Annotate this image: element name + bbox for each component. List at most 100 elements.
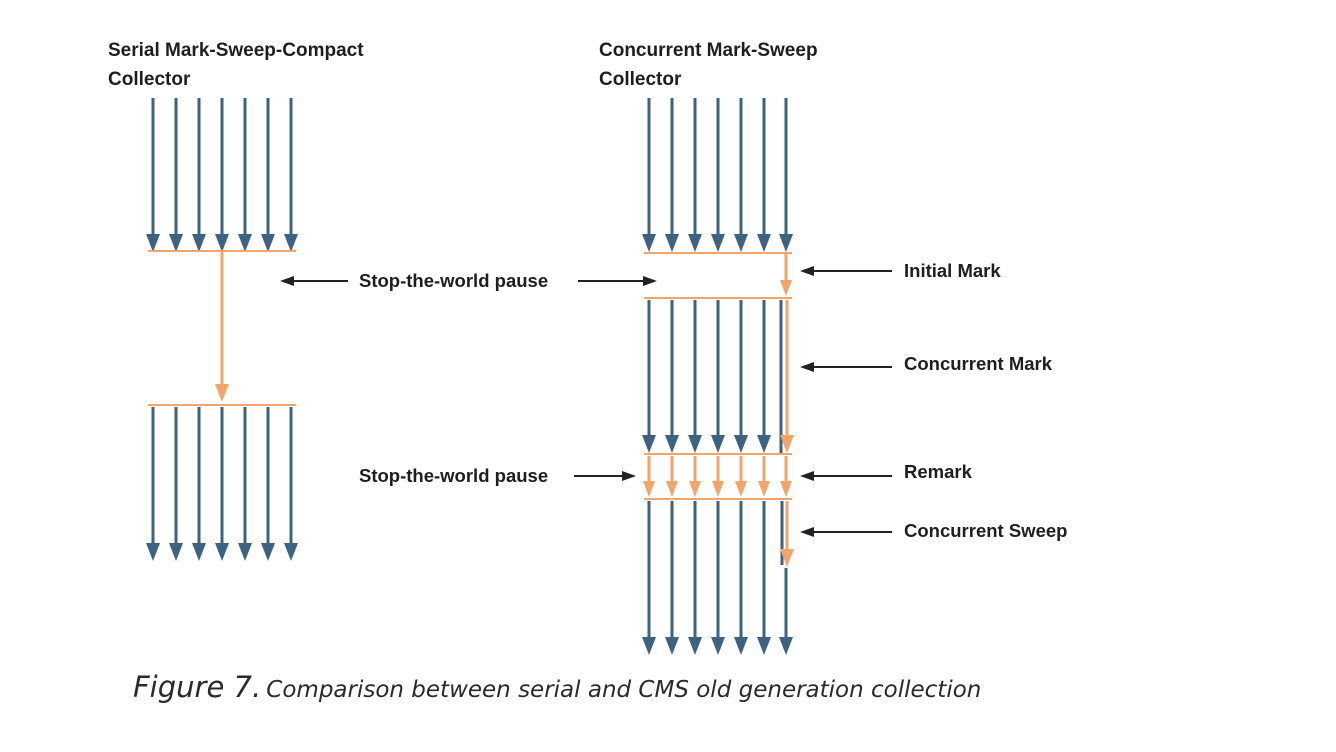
- serial-app-thread-bottom-7-head: [284, 543, 298, 561]
- figure-caption-text: Comparison between serial and CMS old ge…: [266, 677, 982, 703]
- serial-app-thread-bottom-2-head: [169, 543, 183, 561]
- serial-app-thread-bottom-6-head: [261, 543, 275, 561]
- concurrent-sweep-label: Concurrent Sweep: [904, 520, 1068, 541]
- serial-app-thread-top-2-head: [169, 234, 183, 252]
- cms-app-thread-phase1-5: [734, 98, 748, 252]
- serial-collector-title: Serial Mark-Sweep-Compact Collector: [108, 36, 364, 94]
- cms-remark-gc-thread-5-head: [735, 481, 747, 497]
- serial-app-thread-bottom-3: [192, 407, 206, 561]
- serial-app-thread-top-4-head: [215, 234, 229, 252]
- application-threads: [146, 98, 793, 655]
- cms-app-thread-phase1-5-head: [734, 234, 748, 252]
- stw-top-left-pointer: [280, 276, 348, 286]
- serial-app-thread-bottom-5: [238, 407, 252, 561]
- stw-top-right-pointer-head: [643, 276, 657, 286]
- cms-app-thread-phase2-4-head: [711, 435, 725, 453]
- serial-app-thread-top-6: [261, 98, 275, 252]
- cms-app-thread-phase3-2-head: [665, 637, 679, 655]
- concurrent-sweep-pointer-head: [800, 527, 814, 537]
- cms-app-thread-phase1-6: [757, 98, 771, 252]
- serial-app-thread-bottom-4: [215, 407, 229, 561]
- cms-concurrent-mark-gc-thread: [780, 300, 794, 453]
- cms-app-thread-phase2-6: [757, 300, 771, 453]
- cms-remark-gc-thread-5: [735, 456, 747, 497]
- figure-number: Figure 7.: [133, 670, 262, 704]
- cms-app-thread-phase1-2: [665, 98, 679, 252]
- cms-app-thread-phase2-1-head: [642, 435, 656, 453]
- cms-remark-gc-thread-2-head: [666, 481, 678, 497]
- serial-app-thread-top-1-head: [146, 234, 160, 252]
- cms-remark-gc-thread-4: [712, 456, 724, 497]
- gc-threads: [148, 250, 794, 567]
- cms-app-thread-phase3-3-head: [688, 637, 702, 655]
- remark-pointer: [800, 471, 892, 481]
- cms-remark-gc-thread-1: [643, 456, 655, 497]
- cms-initial-mark-gc-thread-head: [780, 280, 792, 296]
- cms-app-thread-phase3-6: [757, 501, 771, 655]
- concurrent-mark-label: Concurrent Mark: [904, 353, 1053, 374]
- cms-initial-mark-gc-thread: [780, 253, 792, 296]
- serial-app-thread-top-3: [192, 98, 206, 252]
- cms-remark-gc-thread-4-head: [712, 481, 724, 497]
- cms-app-thread-phase3-7: [779, 568, 793, 655]
- cms-collector-title: Concurrent Mark-Sweep Collector: [599, 36, 818, 94]
- initial-mark-label: Initial Mark: [904, 260, 1001, 281]
- cms-remark-gc-thread-6: [758, 456, 770, 497]
- serial-gc-thread: [215, 251, 229, 402]
- cms-app-thread-phase1-1-head: [642, 234, 656, 252]
- stw-top-right-pointer: [578, 276, 657, 286]
- cms-app-thread-phase1-3: [688, 98, 702, 252]
- cms-app-thread-phase1-6-head: [757, 234, 771, 252]
- serial-app-thread-top-6-head: [261, 234, 275, 252]
- cms-app-thread-phase3-5: [734, 501, 748, 655]
- pointer-arrows: [280, 266, 892, 537]
- remark-pointer-head: [800, 471, 814, 481]
- cms-app-thread-phase3-7-head: [779, 637, 793, 655]
- cms-app-thread-phase3-1: [642, 501, 656, 655]
- serial-gc-thread-head: [215, 384, 229, 402]
- cms-remark-gc-thread-6-head: [758, 481, 770, 497]
- stw-bottom-pointer-head: [622, 471, 636, 481]
- cms-app-thread-phase3-5-head: [734, 637, 748, 655]
- cms-app-thread-phase3-4-head: [711, 637, 725, 655]
- serial-app-thread-top-7: [284, 98, 298, 252]
- serial-app-thread-top-5-head: [238, 234, 252, 252]
- concurrent-mark-pointer-head: [800, 362, 814, 372]
- stw-pause-label-top: Stop-the-world pause: [359, 270, 549, 291]
- cms-app-thread-phase2-5-head: [734, 435, 748, 453]
- cms-app-thread-phase2-3: [688, 300, 702, 453]
- stw-bottom-pointer: [574, 471, 636, 481]
- cms-title-line-2: Collector: [599, 69, 682, 90]
- cms-app-thread-phase2-2-head: [665, 435, 679, 453]
- serial-app-thread-top-3-head: [192, 234, 206, 252]
- serial-app-thread-top-2: [169, 98, 183, 252]
- cms-app-thread-phase3-2: [665, 501, 679, 655]
- cms-concurrent-sweep-gc-thread-head: [780, 549, 794, 567]
- cms-app-thread-phase1-1: [642, 98, 656, 252]
- serial-app-thread-bottom-5-head: [238, 543, 252, 561]
- cms-app-thread-phase2-4: [711, 300, 725, 453]
- cms-app-thread-phase3-3: [688, 501, 702, 655]
- cms-title-line-1: Concurrent Mark-Sweep: [599, 40, 818, 61]
- concurrent-mark-pointer: [800, 362, 892, 372]
- serial-app-thread-bottom-6: [261, 407, 275, 561]
- cms-app-thread-phase2-6-head: [757, 435, 771, 453]
- cms-app-thread-phase1-4: [711, 98, 725, 252]
- cms-remark-gc-thread-2: [666, 456, 678, 497]
- cms-app-thread-phase1-7-head: [779, 234, 793, 252]
- cms-app-thread-phase2-1: [642, 300, 656, 453]
- serial-title-line-2: Collector: [108, 69, 191, 90]
- serial-title-line-1: Serial Mark-Sweep-Compact: [108, 40, 364, 61]
- serial-app-thread-bottom-7: [284, 407, 298, 561]
- cms-remark-gc-thread-7: [780, 456, 792, 497]
- cms-concurrent-sweep-gc-thread: [780, 501, 794, 567]
- stw-pause-label-bottom: Stop-the-world pause: [359, 465, 549, 486]
- serial-app-thread-bottom-4-head: [215, 543, 229, 561]
- initial-mark-pointer-head: [800, 266, 814, 276]
- cms-remark-gc-thread-1-head: [643, 481, 655, 497]
- cms-app-thread-phase1-4-head: [711, 234, 725, 252]
- cms-app-thread-phase1-3-head: [688, 234, 702, 252]
- cms-remark-gc-thread-3-head: [689, 481, 701, 497]
- serial-app-thread-top-4: [215, 98, 229, 252]
